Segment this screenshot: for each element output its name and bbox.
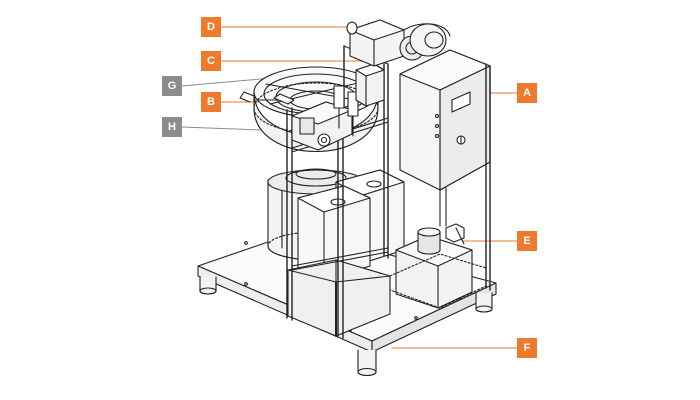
callout-marker-c: C xyxy=(201,51,221,71)
callout-marker-b: B xyxy=(201,92,221,112)
tank-front xyxy=(297,185,371,281)
top-motor xyxy=(346,19,451,67)
leader-line-g xyxy=(181,77,273,87)
lower-cabinet-frame xyxy=(287,259,391,337)
callout-marker-f: F xyxy=(517,338,537,358)
leader-lines-secondary xyxy=(181,77,273,131)
callout-marker-e: E xyxy=(517,231,537,251)
pump-unit xyxy=(395,223,473,309)
control-cabinet xyxy=(399,49,491,227)
base-feet xyxy=(199,276,493,377)
small-controller-box xyxy=(355,63,385,107)
leader-line-h xyxy=(181,126,263,131)
rear-upright xyxy=(485,63,491,291)
callout-marker-g: G xyxy=(162,76,182,96)
callout-marker-a: A xyxy=(517,83,537,103)
callout-marker-h: H xyxy=(162,117,182,137)
rear-lower-panel xyxy=(389,253,487,309)
feeder-head xyxy=(257,85,359,151)
callout-marker-d: D xyxy=(201,17,221,37)
